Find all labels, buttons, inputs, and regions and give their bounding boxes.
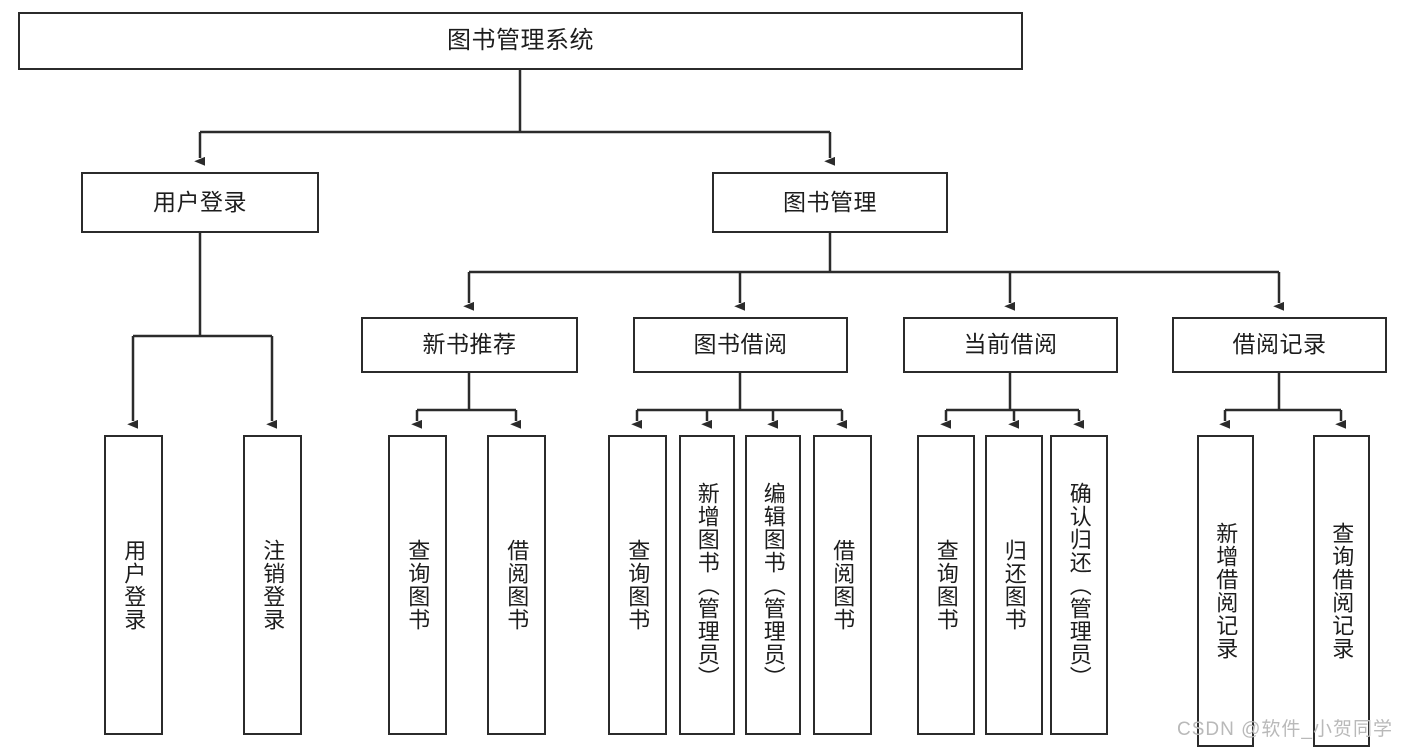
node-label: 查询借阅记录 xyxy=(1329,522,1355,660)
node-book-borrow[interactable]: 图书借阅 xyxy=(633,317,848,373)
node-label: 借阅图书 xyxy=(830,539,856,631)
node-label: 图书管理 xyxy=(783,188,877,215)
node-leaf-query-book-current[interactable]: 查询图书 xyxy=(917,435,975,735)
node-book-manage[interactable]: 图书管理 xyxy=(712,172,948,233)
node-leaf-edit-book-admin[interactable]: 编辑图书（管理员） xyxy=(745,435,801,735)
node-label: 新增图书（管理员） xyxy=(694,481,720,689)
node-leaf-user-login[interactable]: 用户登录 xyxy=(104,435,163,735)
node-label: 查询图书 xyxy=(405,539,431,631)
node-leaf-borrow-book[interactable]: 借阅图书 xyxy=(813,435,872,735)
node-leaf-query-book-recommend[interactable]: 查询图书 xyxy=(388,435,447,735)
node-leaf-query-borrow-record[interactable]: 查询借阅记录 xyxy=(1313,435,1370,747)
node-label: 当前借阅 xyxy=(963,331,1058,358)
node-root-system[interactable]: 图书管理系统 xyxy=(18,12,1023,70)
node-label: 查询图书 xyxy=(625,539,651,631)
node-label: 借阅图书 xyxy=(504,539,530,631)
node-label: 用户登录 xyxy=(121,539,147,631)
node-label: 查询图书 xyxy=(933,539,959,631)
node-label: 确认归还（管理员） xyxy=(1066,481,1092,689)
node-leaf-query-book-borrow[interactable]: 查询图书 xyxy=(608,435,667,735)
node-borrow-record[interactable]: 借阅记录 xyxy=(1172,317,1387,373)
node-leaf-add-borrow-record[interactable]: 新增借阅记录 xyxy=(1197,435,1254,747)
node-label: 归还图书 xyxy=(1001,539,1027,631)
node-leaf-return-book[interactable]: 归还图书 xyxy=(985,435,1043,735)
node-label: 借阅记录 xyxy=(1232,331,1327,358)
node-label: 图书管理系统 xyxy=(447,26,594,54)
node-label: 用户登录 xyxy=(153,188,247,215)
node-current-borrow[interactable]: 当前借阅 xyxy=(903,317,1118,373)
node-label: 编辑图书（管理员） xyxy=(760,481,786,689)
node-leaf-add-book-admin[interactable]: 新增图书（管理员） xyxy=(679,435,735,735)
node-new-book-recommend[interactable]: 新书推荐 xyxy=(361,317,578,373)
node-leaf-confirm-return-admin[interactable]: 确认归还（管理员） xyxy=(1050,435,1108,735)
node-label: 图书借阅 xyxy=(693,331,788,358)
node-leaf-borrow-book-recommend[interactable]: 借阅图书 xyxy=(487,435,546,735)
node-label: 新增借阅记录 xyxy=(1213,522,1239,660)
node-label: 注销登录 xyxy=(260,539,286,631)
node-leaf-logout[interactable]: 注销登录 xyxy=(243,435,302,735)
node-label: 新书推荐 xyxy=(422,331,517,358)
node-user-login[interactable]: 用户登录 xyxy=(81,172,319,233)
